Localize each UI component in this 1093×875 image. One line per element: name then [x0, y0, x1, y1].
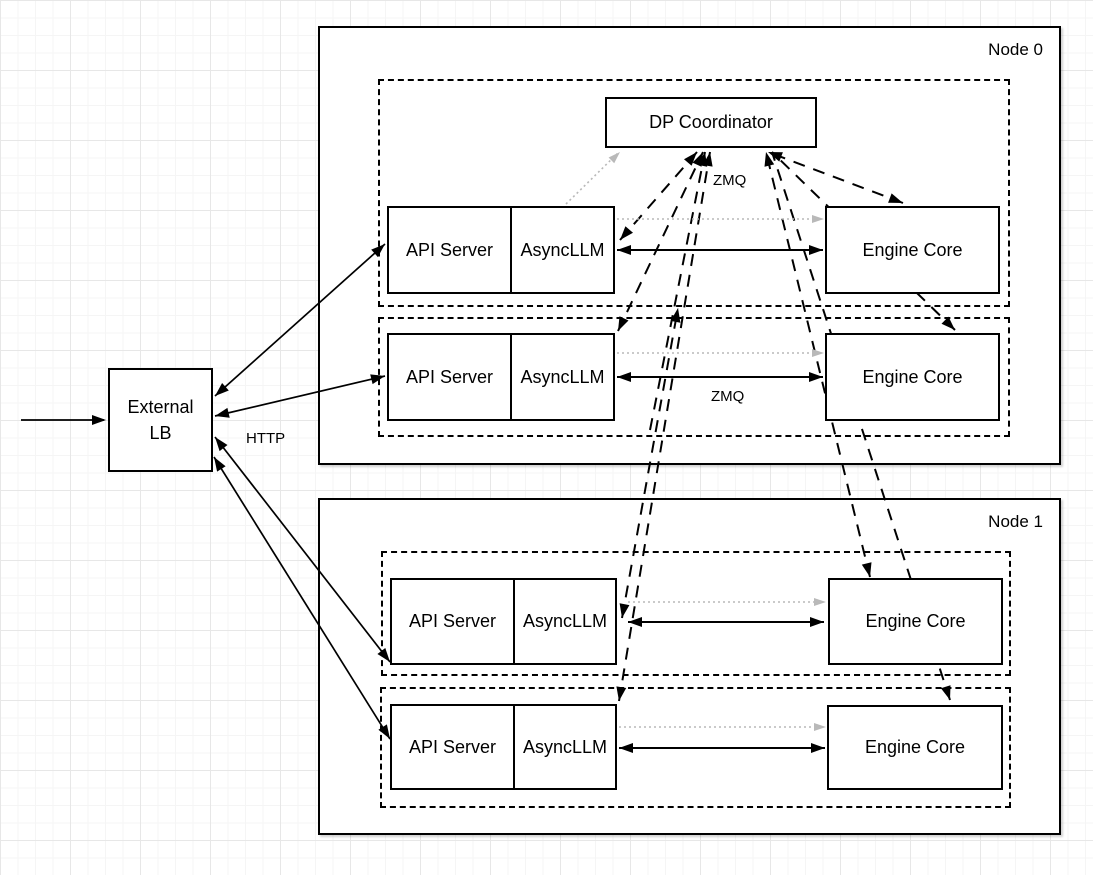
gray-arrowheads — [608, 152, 826, 731]
arrowhead-lb-from-row4 — [214, 457, 226, 472]
row2-engine-core-box: Engine Core — [825, 333, 1000, 421]
row4-engine-core-label: Engine Core — [864, 737, 966, 757]
row1-asyncllm-cell: AsyncLLM — [520, 239, 605, 260]
row3-engine-core-label: Engine Core — [865, 611, 966, 631]
node0-label: Node 0 — [988, 40, 1043, 59]
gray-arrowhead-engine-row3 — [814, 598, 826, 606]
arrowhead-zmq3-right — [810, 617, 824, 627]
gray-arrowhead-engine-row4 — [814, 723, 826, 731]
row2-engine-core-label: Engine Core — [862, 366, 963, 387]
arrowhead-zmq4-right — [811, 743, 825, 753]
arrowhead-zmq4-left — [619, 743, 633, 753]
arrowhead-dp-from-row1 — [684, 152, 697, 166]
dp-coordinator-box: DP Coordinator — [605, 97, 817, 148]
external-lb-label-line1: External — [127, 397, 194, 417]
lb-row2-line — [214, 375, 386, 417]
gray-arrowhead-dp — [608, 152, 620, 164]
gray-arrowhead-engine-row1 — [812, 215, 824, 223]
lb-connectors — [21, 243, 391, 740]
arrowhead-zmq2-left — [617, 372, 631, 382]
row3-api-server-cell: API Server — [392, 580, 515, 663]
gray-arrowhead-engine-row2 — [812, 349, 824, 357]
black-arrowheads — [92, 152, 955, 753]
arrowhead-asyncllm-row2 — [618, 316, 629, 331]
row4-api-server-cell: API Server — [392, 706, 515, 788]
arrowhead-engine-row1 — [888, 193, 903, 203]
external-lb-label-line2: LB — [149, 423, 172, 443]
http-label: HTTP — [246, 430, 286, 447]
arrowhead-inbound-lb — [92, 415, 106, 425]
row3-api-async-box: API Server AsyncLLM — [390, 578, 617, 665]
row2-asyncllm-cell: AsyncLLM — [520, 366, 605, 387]
arrowhead-lb-from-row1 — [215, 383, 229, 396]
arrowhead-lb-from-row2 — [215, 407, 230, 418]
node1-replica-group-2 — [380, 687, 1011, 808]
asyncllm-row3-dp-dashed-line — [649, 151, 706, 431]
row4-asyncllm-cell: AsyncLLM — [522, 736, 608, 757]
arrowhead-dp-from-row4 — [702, 152, 713, 167]
arrowhead-api-row1 — [371, 244, 385, 258]
dotted-connectors — [565, 152, 822, 728]
dp-engine-row3-dashed-line — [765, 151, 871, 578]
arrowhead-engine-row4 — [940, 685, 951, 700]
arrowhead-engine-row3 — [861, 562, 872, 577]
row1-api-server-cell: API Server — [389, 208, 512, 292]
row4-api-async-box: API Server AsyncLLM — [390, 704, 617, 790]
row2-api-server-cell: API Server — [389, 335, 512, 419]
arrowhead-asyncllm-row3 — [619, 603, 630, 618]
row1-api-async-box: API Server AsyncLLM — [387, 206, 615, 294]
arrowhead-api-row4 — [378, 724, 390, 739]
node1-label: Node 1 — [988, 512, 1043, 531]
arrowhead-zmq2-right — [809, 372, 823, 382]
node1-replica-group-1 — [381, 551, 1011, 676]
row4-engine-core-box: Engine Core — [827, 705, 1003, 790]
lb-row4-line — [213, 456, 391, 740]
arrowhead-engine-row2 — [941, 316, 955, 330]
row3-engine-core-box: Engine Core — [828, 578, 1003, 665]
row1-engine-core-box: Engine Core — [825, 206, 1000, 294]
lb-row3-line — [214, 436, 391, 663]
lb-row1-line — [214, 243, 386, 397]
dp-asyncllm-row3-dashed-line — [621, 307, 679, 619]
zmq-label-row2: ZMQ — [711, 388, 745, 405]
row1-engine-core-label: Engine Core — [862, 239, 963, 260]
row2-api-async-box: API Server AsyncLLM — [387, 333, 615, 421]
row3-asyncllm-cell: AsyncLLM — [522, 611, 608, 631]
external-lb-box: External LB — [108, 368, 213, 472]
zmq-arrows — [617, 249, 825, 749]
zmq-label-coordinator: ZMQ — [713, 172, 747, 189]
arrowhead-dp-from-engine1 — [768, 152, 783, 162]
asyncllm-dp-dotted-line — [565, 152, 619, 205]
arrowhead-group-border-up — [670, 308, 681, 323]
arrowhead-dp-from-engine3 — [764, 152, 775, 167]
arrowhead-lb-from-row3 — [215, 437, 228, 452]
arrowhead-zmq3-left — [628, 617, 642, 627]
arrowhead-api-row3 — [377, 648, 390, 662]
node0-replica-group-1 — [378, 79, 1010, 307]
dp-engine-row1-dashed-line — [767, 151, 904, 204]
arrowhead-zmq1-left — [617, 245, 631, 255]
arrowhead-asyncllm-row4 — [616, 686, 627, 701]
dp-asyncllm-row4-dashed-line — [618, 151, 711, 702]
arrowhead-zmq1-right — [809, 245, 823, 255]
arrowhead-asyncllm-row1 — [620, 226, 633, 240]
dp-coordinator-label: DP Coordinator — [649, 112, 773, 132]
arrowhead-api-row2 — [370, 374, 385, 385]
